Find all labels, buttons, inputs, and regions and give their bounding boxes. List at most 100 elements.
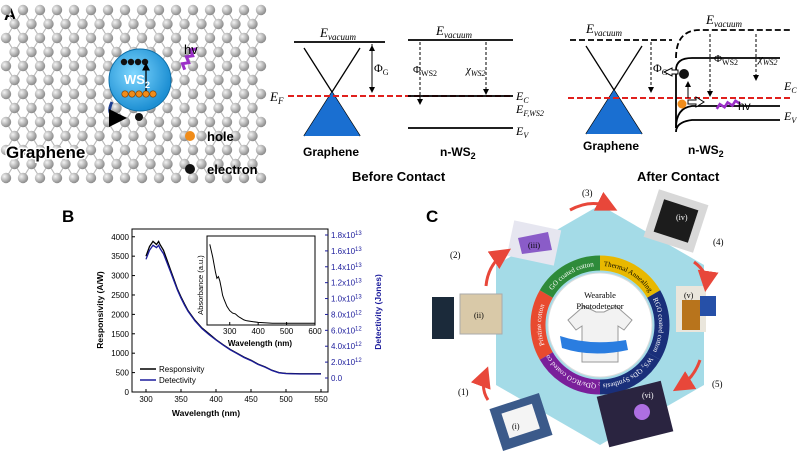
lattice-atom <box>43 102 54 114</box>
inset-x-label: Wavelength (nm) <box>228 339 292 348</box>
lattice-atom <box>77 46 88 58</box>
lattice-atom <box>179 74 190 86</box>
lattice-atom <box>26 46 37 58</box>
lattice-atom <box>230 130 241 142</box>
lattice-atom <box>238 60 250 72</box>
lattice-atom <box>187 172 199 184</box>
lattice-atom <box>221 144 233 156</box>
inset-x-tick-label: 300 <box>223 327 237 336</box>
inset-x-tick-label: 400 <box>251 327 265 336</box>
lattice-atom <box>213 158 224 170</box>
lattice-atom <box>221 88 233 100</box>
lattice-atom <box>153 4 165 16</box>
after-evacuum-left-label: Evacuum <box>585 21 622 38</box>
step-5-label: (5) <box>712 379 723 389</box>
center-title-line2: Photodetector <box>576 301 623 311</box>
lattice-atom <box>204 144 216 156</box>
lattice-atom <box>204 60 216 72</box>
lattice-atom <box>153 32 165 44</box>
lattice-atom <box>85 172 97 184</box>
after-hole-arrow-icon <box>687 96 705 108</box>
lattice-atom <box>170 32 182 44</box>
lattice-atom <box>60 74 71 86</box>
lattice-atom <box>179 18 190 30</box>
lattice-atom <box>230 18 241 30</box>
lattice-atom <box>247 158 258 170</box>
ws2-label: WS2 <box>124 72 150 90</box>
lattice-atom <box>94 74 105 86</box>
lattice-atom <box>153 144 165 156</box>
lattice-atom <box>196 18 207 30</box>
x-tick-label: 300 <box>139 395 153 404</box>
panel-b-label: B <box>62 207 74 226</box>
y2-tick-label: 1.6x1013 <box>331 247 362 256</box>
lattice-atom <box>128 130 139 142</box>
lattice-atom <box>102 144 114 156</box>
lattice-atom <box>26 18 37 30</box>
photo-vi: (vi) <box>596 380 674 448</box>
lattice-atom <box>34 116 46 128</box>
ring-label: Pristine cotton <box>535 303 547 347</box>
lattice-atom <box>17 32 29 44</box>
band-diagram-after-contact: Evacuum ΦG Graphene Evacuum EC EV ΦWS2 χ… <box>568 12 797 184</box>
photo-v-label: (v) <box>684 291 694 300</box>
hole-legend-label: hole <box>207 129 234 144</box>
legend-responsivity: Responsivity <box>159 365 204 374</box>
lattice-atom <box>145 130 156 142</box>
lattice-atom <box>204 88 216 100</box>
lattice-atom <box>68 144 80 156</box>
step-1-arrow <box>470 366 491 401</box>
y-tick-label: 1000 <box>111 349 129 358</box>
lattice-atom <box>213 46 224 58</box>
lattice-atom <box>0 4 12 16</box>
lattice-atom <box>26 130 37 142</box>
lattice-atom <box>221 4 233 16</box>
lattice-atom <box>136 144 148 156</box>
inset-x-tick-label: 500 <box>280 327 294 336</box>
lattice-atom <box>43 46 54 58</box>
lattice-atom <box>43 158 54 170</box>
after-electron-arrow-icon <box>662 67 679 77</box>
lattice-atom <box>94 46 105 58</box>
lattice-atom <box>43 74 54 86</box>
lattice-atom <box>119 4 131 16</box>
lattice-atom <box>213 102 224 114</box>
lattice-atom <box>179 102 190 114</box>
y-axis-label: Responsivity (A/W) <box>95 271 105 349</box>
photon-hv-label: hv <box>184 42 198 57</box>
photo-ii-label: (ii) <box>474 311 484 320</box>
lattice-atom <box>230 74 241 86</box>
lattice-atom <box>85 32 97 44</box>
lattice-atom <box>77 130 88 142</box>
lattice-atom <box>102 4 114 16</box>
lattice-atom <box>51 60 63 72</box>
lattice-atom <box>0 88 12 100</box>
center-title-line1: Wearable <box>584 290 616 300</box>
lattice-atom <box>230 158 241 170</box>
photo-i-label: (i) <box>512 422 520 431</box>
lattice-atom <box>221 32 233 44</box>
lattice-atom <box>179 46 190 58</box>
lattice-atom <box>102 60 114 72</box>
lattice-atom <box>102 172 114 184</box>
x-tick-label: 500 <box>279 395 293 404</box>
y-tick-label: 4000 <box>111 233 129 242</box>
after-graphene-label: Graphene <box>583 139 639 153</box>
lattice-atom <box>170 172 182 184</box>
photo-iii: (iii) <box>506 220 562 266</box>
lattice-atom <box>162 158 173 170</box>
y-tick-label: 3000 <box>111 272 129 281</box>
step-1-label: (1) <box>458 387 469 397</box>
lattice-atom <box>17 60 29 72</box>
lattice-atom <box>221 172 233 184</box>
electron-legend-label: electron <box>207 162 258 177</box>
y-tick-label: 0 <box>125 388 130 397</box>
chart-series <box>145 240 321 375</box>
lattice-atom <box>204 116 216 128</box>
lattice-atom <box>34 32 46 44</box>
y2-tick-label: 6.0x1012 <box>331 326 362 335</box>
ws2-quantum-dot: WS2 hv <box>108 42 198 127</box>
step-5-arrow <box>672 359 702 392</box>
y2-tick-label: 1.0x1013 <box>331 295 362 304</box>
x-tick-label: 550 <box>314 395 328 404</box>
